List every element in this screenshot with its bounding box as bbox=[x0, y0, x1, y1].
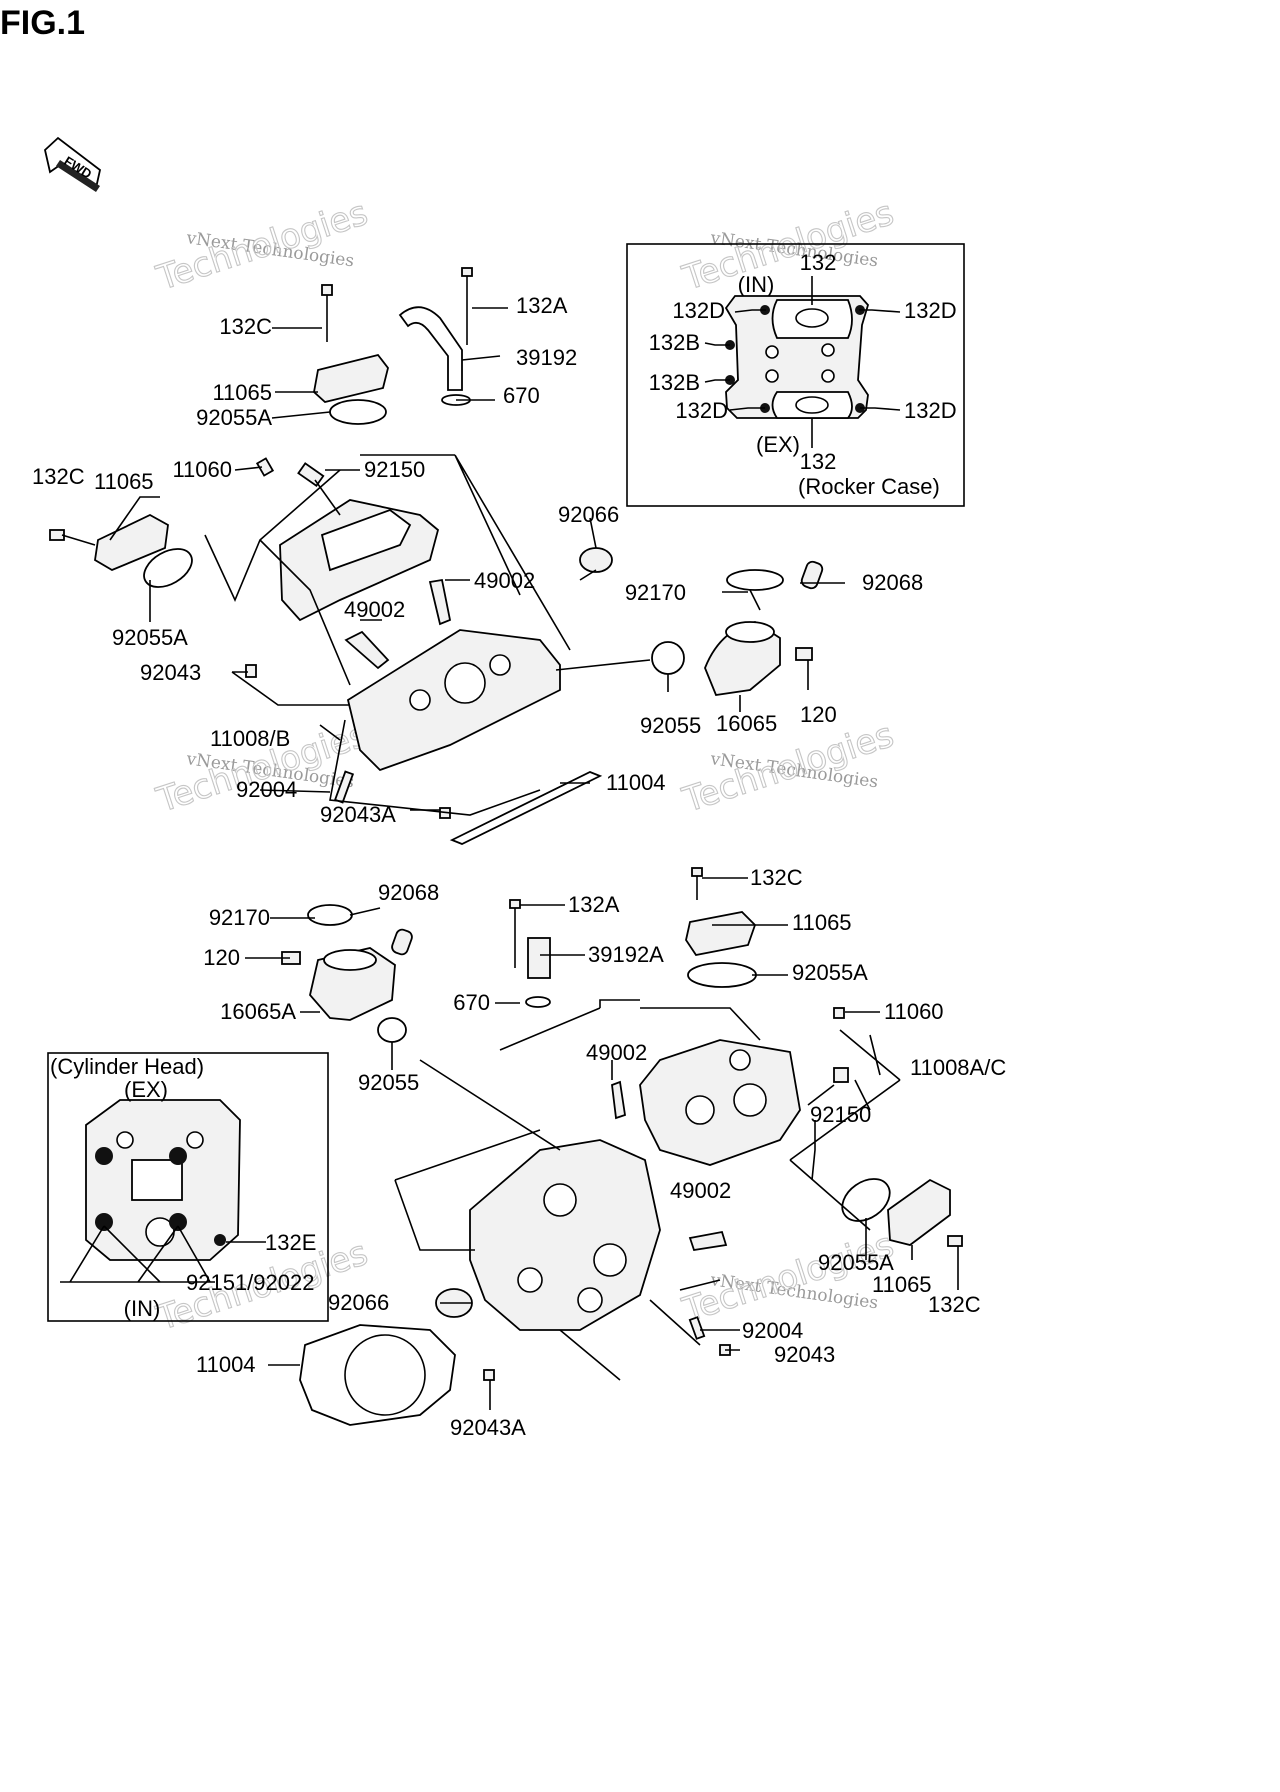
label-132b: 132B bbox=[649, 370, 700, 395]
label-92151-92022: 92151/92022 bbox=[186, 1270, 314, 1295]
label-132a: 132A bbox=[568, 892, 620, 917]
label-132e: 132E bbox=[265, 1230, 316, 1255]
label-92055a: 92055A bbox=[112, 625, 188, 650]
inset-title: (Cylinder Head) bbox=[50, 1054, 204, 1079]
label-49002: 49002 bbox=[586, 1040, 647, 1065]
label-49002: 49002 bbox=[670, 1178, 731, 1203]
label-92055a: 92055A bbox=[196, 405, 272, 430]
inset-frame bbox=[626, 243, 965, 507]
figure-title: FIG.1 bbox=[0, 4, 85, 42]
label-92004: 92004 bbox=[742, 1318, 803, 1343]
label-92150: 92150 bbox=[810, 1102, 871, 1127]
label-11008ac: 11008A/C bbox=[910, 1055, 1006, 1080]
label-11065: 11065 bbox=[792, 910, 852, 935]
label-92055a: 92055A bbox=[818, 1250, 894, 1275]
label-132: 132 bbox=[800, 250, 837, 275]
upper-cylinder-head-assembly: 132A 39192 670 132C 11065 92055A 11060 9… bbox=[32, 267, 923, 845]
label-92043: 92043 bbox=[774, 1342, 835, 1367]
label-92150: 92150 bbox=[364, 457, 425, 482]
label-11004: 11004 bbox=[196, 1352, 256, 1377]
label-132a: 132A bbox=[516, 293, 568, 318]
label-92068: 92068 bbox=[862, 570, 923, 595]
label-92043: 92043 bbox=[140, 660, 201, 685]
label-11065: 11065 bbox=[872, 1272, 932, 1297]
label-132c: 132C bbox=[32, 464, 85, 489]
inset-frame bbox=[47, 1052, 329, 1322]
label-92055a: 92055A bbox=[792, 960, 868, 985]
label-670: 670 bbox=[503, 383, 540, 408]
label-132: 132 bbox=[800, 449, 837, 474]
label-49002: 49002 bbox=[344, 597, 405, 622]
label-in: (IN) bbox=[738, 272, 775, 297]
fwd-arrow-icon: FWD bbox=[44, 136, 102, 192]
lower-cylinder-head-assembly: 132C 92170 92068 132A 11065 92055A 120 3… bbox=[196, 865, 1006, 1440]
label-92043a: 92043A bbox=[450, 1415, 526, 1440]
rocker-caption: (Rocker Case) bbox=[798, 474, 940, 499]
label-120: 120 bbox=[203, 945, 240, 970]
label-132c: 132C bbox=[750, 865, 803, 890]
label-11004: 11004 bbox=[606, 770, 666, 795]
label-39192a: 39192A bbox=[588, 942, 664, 967]
label-670: 670 bbox=[453, 990, 490, 1015]
label-ex: (EX) bbox=[756, 432, 800, 457]
label-120: 120 bbox=[800, 702, 837, 727]
label-11060: 11060 bbox=[172, 457, 232, 482]
label-132d: 132D bbox=[904, 298, 957, 323]
label-92066: 92066 bbox=[558, 502, 619, 527]
cylinder-head-drawing bbox=[469, 1139, 661, 1331]
label-92043a: 92043A bbox=[320, 802, 396, 827]
label-49002: 49002 bbox=[474, 568, 535, 593]
label-132b: 132B bbox=[649, 330, 700, 355]
label-132d: 132D bbox=[675, 398, 728, 423]
label-92068: 92068 bbox=[378, 880, 439, 905]
label-11060: 11060 bbox=[884, 999, 944, 1024]
cylinder-head-inset: (Cylinder Head) (EX) 132E 92151/92022 (I… bbox=[47, 1052, 329, 1322]
label-92004: 92004 bbox=[236, 777, 297, 802]
label-132d: 132D bbox=[672, 298, 725, 323]
label-ex: (EX) bbox=[124, 1077, 168, 1102]
label-92066: 92066 bbox=[328, 1290, 389, 1315]
label-in: (IN) bbox=[124, 1296, 161, 1321]
label-39192: 39192 bbox=[516, 345, 577, 370]
label-132c: 132C bbox=[928, 1292, 981, 1317]
label-92055: 92055 bbox=[358, 1070, 419, 1095]
label-11065: 11065 bbox=[212, 380, 272, 405]
label-16065a: 16065A bbox=[220, 999, 296, 1024]
label-92170: 92170 bbox=[209, 905, 270, 930]
label-92170: 92170 bbox=[625, 580, 686, 605]
rocker-case-inset: (IN) 132 132D 132D 132B 132B 132D 132D (… bbox=[626, 243, 965, 507]
label-11065: 11065 bbox=[94, 469, 154, 494]
label-11008b: 11008/B bbox=[210, 726, 290, 751]
label-132d: 132D bbox=[904, 398, 957, 423]
label-132c: 132C bbox=[219, 314, 272, 339]
label-16065: 16065 bbox=[716, 711, 777, 736]
label-92055: 92055 bbox=[640, 713, 701, 738]
